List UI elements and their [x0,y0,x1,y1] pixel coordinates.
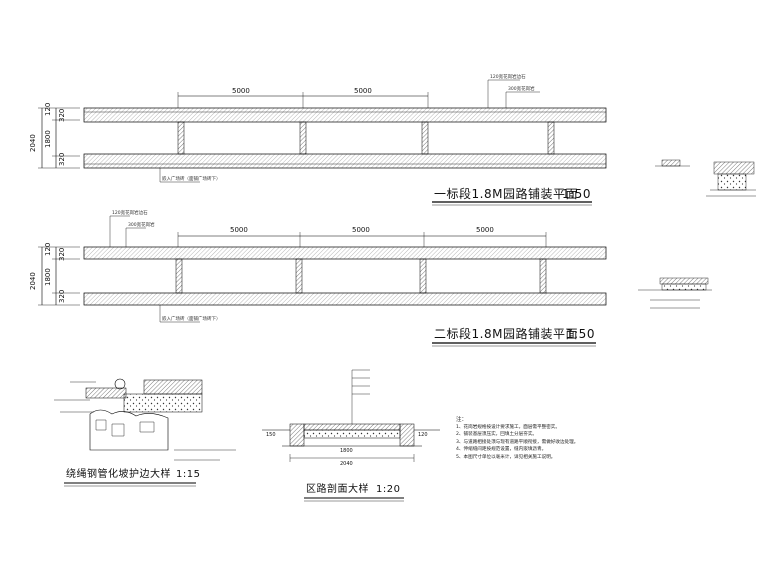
detail-a [54,378,236,487]
detail-b-title: 区路剖面大样 [306,484,369,495]
section-dim-total: 2040 [340,461,353,467]
plan2-side-d: 320 [58,289,66,303]
plan1-title: 一标段1.8M园路铺装平面 [434,187,578,201]
plan-1 [38,79,607,206]
section-dim-inner: 1800 [340,448,353,454]
note-item: 1、花岗岩规格按设计要求施工，面层需平整密实。 [456,424,560,430]
note-item: 5、本图尺寸单位以毫米计，详见相关施工说明。 [456,454,556,460]
plan1-side-a: 120 [44,102,52,116]
plan1-leader-bottom: 嵌入广场砖（面铺广场砖下） [162,177,221,182]
plan1-scale: 1:50 [562,187,591,201]
detail-a-scale: 1:15 [176,469,201,480]
note-item: 3、与道路相接处须与现有道路平顺衔接，需做好收边处理。 [456,439,579,445]
plan2-title: 二标段1.8M园路铺装平面 [434,327,578,341]
detail-a-title: 绕绳钢管化坡护边大样 [66,469,171,480]
plan1-dim-1: 5000 [232,87,250,95]
plan1-leader-2: 300宽花岗岩 [508,87,535,92]
section-dim-curb: 150 [266,432,276,438]
plan2-dim-2: 5000 [352,226,370,234]
plan2-side-total: 2040 [29,272,37,290]
notes-heading: 注： [456,417,468,423]
plan1-dim-2: 5000 [354,87,372,95]
plan1-side-c: 1800 [44,130,52,148]
plan2-leader-bottom: 嵌入广场砖（面铺广场砖下） [162,317,221,322]
plan2-leader-1: 120宽花岗岩边石 [112,211,148,216]
section-dim-edge: 120 [418,432,428,438]
plan2-leader-2: 300宽花岗岩 [128,223,155,228]
mini-detail-2 [638,277,712,309]
note-item: 2、铺装基层须压实，回填土分层夯实。 [456,432,538,438]
plan1-leader-1: 120宽花岗岩边石 [490,75,526,80]
plan1-side-total: 2040 [29,134,37,152]
plan1-side-d: 320 [58,152,66,166]
notes-block: 注： 1、花岗岩规格按设计要求施工，面层需平整密实。 2、铺装基层须压实，回填土… [456,417,646,463]
plan2-side-a: 120 [44,242,52,256]
plan-2 [38,215,607,347]
detail-b [262,369,440,502]
mini-detail-1 [655,159,756,197]
note-item: 4、伸缩缝间距按规范设置，缝内嵌填沥青。 [456,447,547,453]
plan2-side-c: 1800 [44,268,52,286]
detail-b-scale: 1:20 [376,484,401,495]
plan2-scale: 1:50 [566,327,595,341]
plan1-side-b: 320 [58,108,66,122]
plan2-dim-3: 5000 [476,226,494,234]
plan2-side-b: 320 [58,247,66,261]
plan2-dim-1: 5000 [230,226,248,234]
